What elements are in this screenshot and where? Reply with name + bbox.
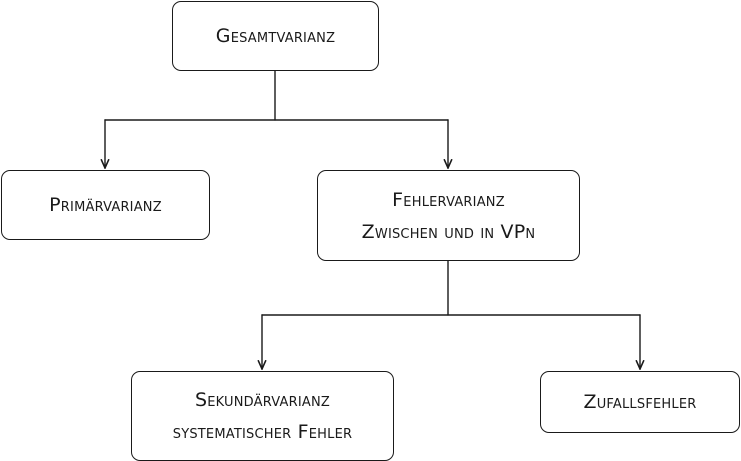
edge-fehlervarianz-to-children xyxy=(262,260,640,369)
node-fehlervarianz-sublabel: Zwischen und in VPn xyxy=(361,220,536,243)
node-gesamtvarianz: Gesamtvarianz xyxy=(172,1,379,71)
node-zufallsfehler-label: Zufallsfehler xyxy=(583,391,697,413)
edge-gesamtvarianz-to-children xyxy=(105,70,448,168)
node-primaervarianz-label: Primärvarianz xyxy=(49,194,162,216)
node-zufallsfehler: Zufallsfehler xyxy=(540,371,740,433)
node-fehlervarianz: Fehlervarianz Zwischen und in VPn xyxy=(317,170,580,261)
node-primaervarianz: Primärvarianz xyxy=(1,170,210,240)
node-sekundaervarianz: Sekundärvarianz systematischer Fehler xyxy=(131,371,394,461)
node-sekundaervarianz-sublabel: systematischer Fehler xyxy=(172,421,353,443)
node-sekundaervarianz-label: Sekundärvarianz xyxy=(194,389,331,411)
node-fehlervarianz-label: Fehlervarianz xyxy=(392,188,505,211)
node-gesamtvarianz-label: Gesamtvarianz xyxy=(215,25,336,47)
